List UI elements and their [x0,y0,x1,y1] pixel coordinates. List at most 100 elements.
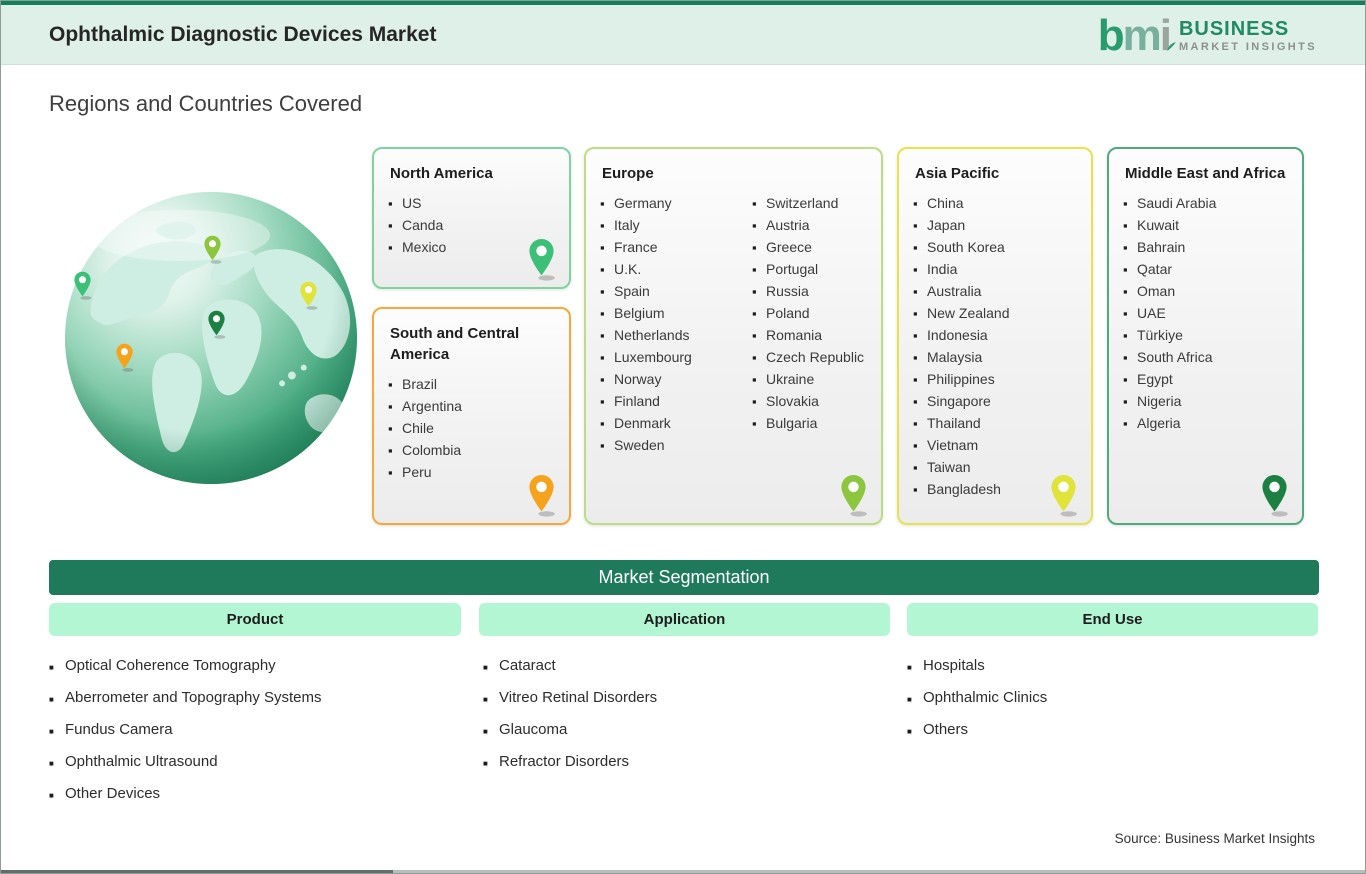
bullet-icon [388,420,402,436]
bullet-icon [1123,261,1137,277]
country-item: Luxembourg [600,346,752,368]
region-card-europe: Europe GermanyItalyFranceU.K.SpainBelgiu… [584,147,883,525]
country-item: Slovakia [752,390,864,412]
bullet-icon [752,217,766,233]
bullet-icon [483,721,499,738]
bullet-icon [388,195,402,211]
map-pin-icon [72,271,93,300]
country-item: New Zealand [913,302,1079,324]
bullet-icon [1123,283,1137,299]
country-item: India [913,258,1079,280]
country-item: Austria [752,214,864,236]
map-pin-icon [114,343,135,372]
segment-item: Ophthalmic Clinics [907,681,1318,713]
bullet-icon [913,217,927,233]
country-item: China [913,192,1079,214]
country-item: Malaysia [913,346,1079,368]
country-item: Philippines [913,368,1079,390]
leaf-icon [1166,14,1177,62]
segment-list-application: CataractVitreo Retinal DisordersGlaucoma… [483,649,903,777]
bullet-icon [913,393,927,409]
segment-item: Vitreo Retinal Disorders [483,681,903,713]
segment-item: Glaucoma [483,713,903,745]
bullet-icon [600,261,614,277]
country-item: Switzerland [752,192,864,214]
country-item: Chile [388,417,557,439]
segmentation-title-bar: Market Segmentation [49,560,1319,595]
bullet-icon [600,349,614,365]
country-item: South Korea [913,236,1079,258]
country-item: Indonesia [913,324,1079,346]
region-title: North America [390,165,493,182]
logo-line1: BUSINESS [1178,18,1290,40]
country-item: Bangladesh [913,478,1079,500]
country-item: Saudi Arabia [1123,192,1290,214]
country-item: Germany [600,192,752,214]
map-pin-icon [1259,474,1290,517]
segment-header-application: Application [479,603,890,636]
bullet-icon [1123,195,1137,211]
country-item: Denmark [600,412,752,434]
country-item: Nigeria [1123,390,1290,412]
bullet-icon [1123,239,1137,255]
segment-item: Hospitals [907,649,1318,681]
country-item: Netherlands [600,324,752,346]
country-item: Bulgaria [752,412,864,434]
country-item: Poland [752,302,864,324]
bullet-icon [49,753,65,770]
bullet-icon [483,689,499,706]
logo-line2: MARKET INSIGHTS [1178,41,1317,53]
country-item: Singapore [913,390,1079,412]
header-bar: Ophthalmic Diagnostic Devices Market bmi… [1,1,1365,65]
bmi-logo: bmi BUSINESS MARKET INSIGHTS [1098,12,1317,60]
country-item: South Africa [1123,346,1290,368]
bullet-icon [907,657,923,674]
bullet-icon [913,261,927,277]
country-list: BrazilArgentinaChileColombiaPeru [388,373,557,483]
region-title: Asia Pacific [915,165,1000,182]
bullet-icon [913,349,927,365]
segment-item: Aberrometer and Topography Systems [49,681,469,713]
country-item: Ukraine [752,368,864,390]
bullet-icon [913,459,927,475]
bullet-icon [913,481,927,497]
bottom-divider-dark [1,870,393,873]
country-item: Algeria [1123,412,1290,434]
segment-header-end-use: End Use [907,603,1318,636]
segment-header-product: Product [49,603,461,636]
country-item: Argentina [388,395,557,417]
bullet-icon [388,398,402,414]
bullet-icon [1123,305,1137,321]
country-item: Romania [752,324,864,346]
country-item: Greece [752,236,864,258]
bullet-icon [600,239,614,255]
country-item: Colombia [388,439,557,461]
bullet-icon [600,305,614,321]
map-pin-icon [838,474,869,517]
bullet-icon [752,327,766,343]
country-item: Czech Republic [752,346,864,368]
country-item: Italy [600,214,752,236]
region-title: South and Central America [390,325,520,363]
country-item: France [600,236,752,258]
country-item: Thailand [913,412,1079,434]
bullet-icon [752,195,766,211]
region-title: Europe [602,165,654,182]
country-list: Saudi ArabiaKuwaitBahrainQatarOmanUAETür… [1123,192,1290,434]
map-pin-icon [526,238,557,281]
bottom-divider-light [393,870,1365,873]
bullet-icon [752,371,766,387]
country-list: USCandaMexico [388,192,557,258]
bullet-icon [483,657,499,674]
map-pin-icon [526,474,557,517]
bullet-icon [1123,393,1137,409]
country-item: Japan [913,214,1079,236]
bullet-icon [752,239,766,255]
section-title: Regions and Countries Covered [49,91,363,116]
bullet-icon [388,442,402,458]
segment-list-product: Optical Coherence TomographyAberrometer … [49,649,469,809]
bullet-icon [49,785,65,802]
bullet-icon [1123,327,1137,343]
segment-item: Optical Coherence Tomography [49,649,469,681]
